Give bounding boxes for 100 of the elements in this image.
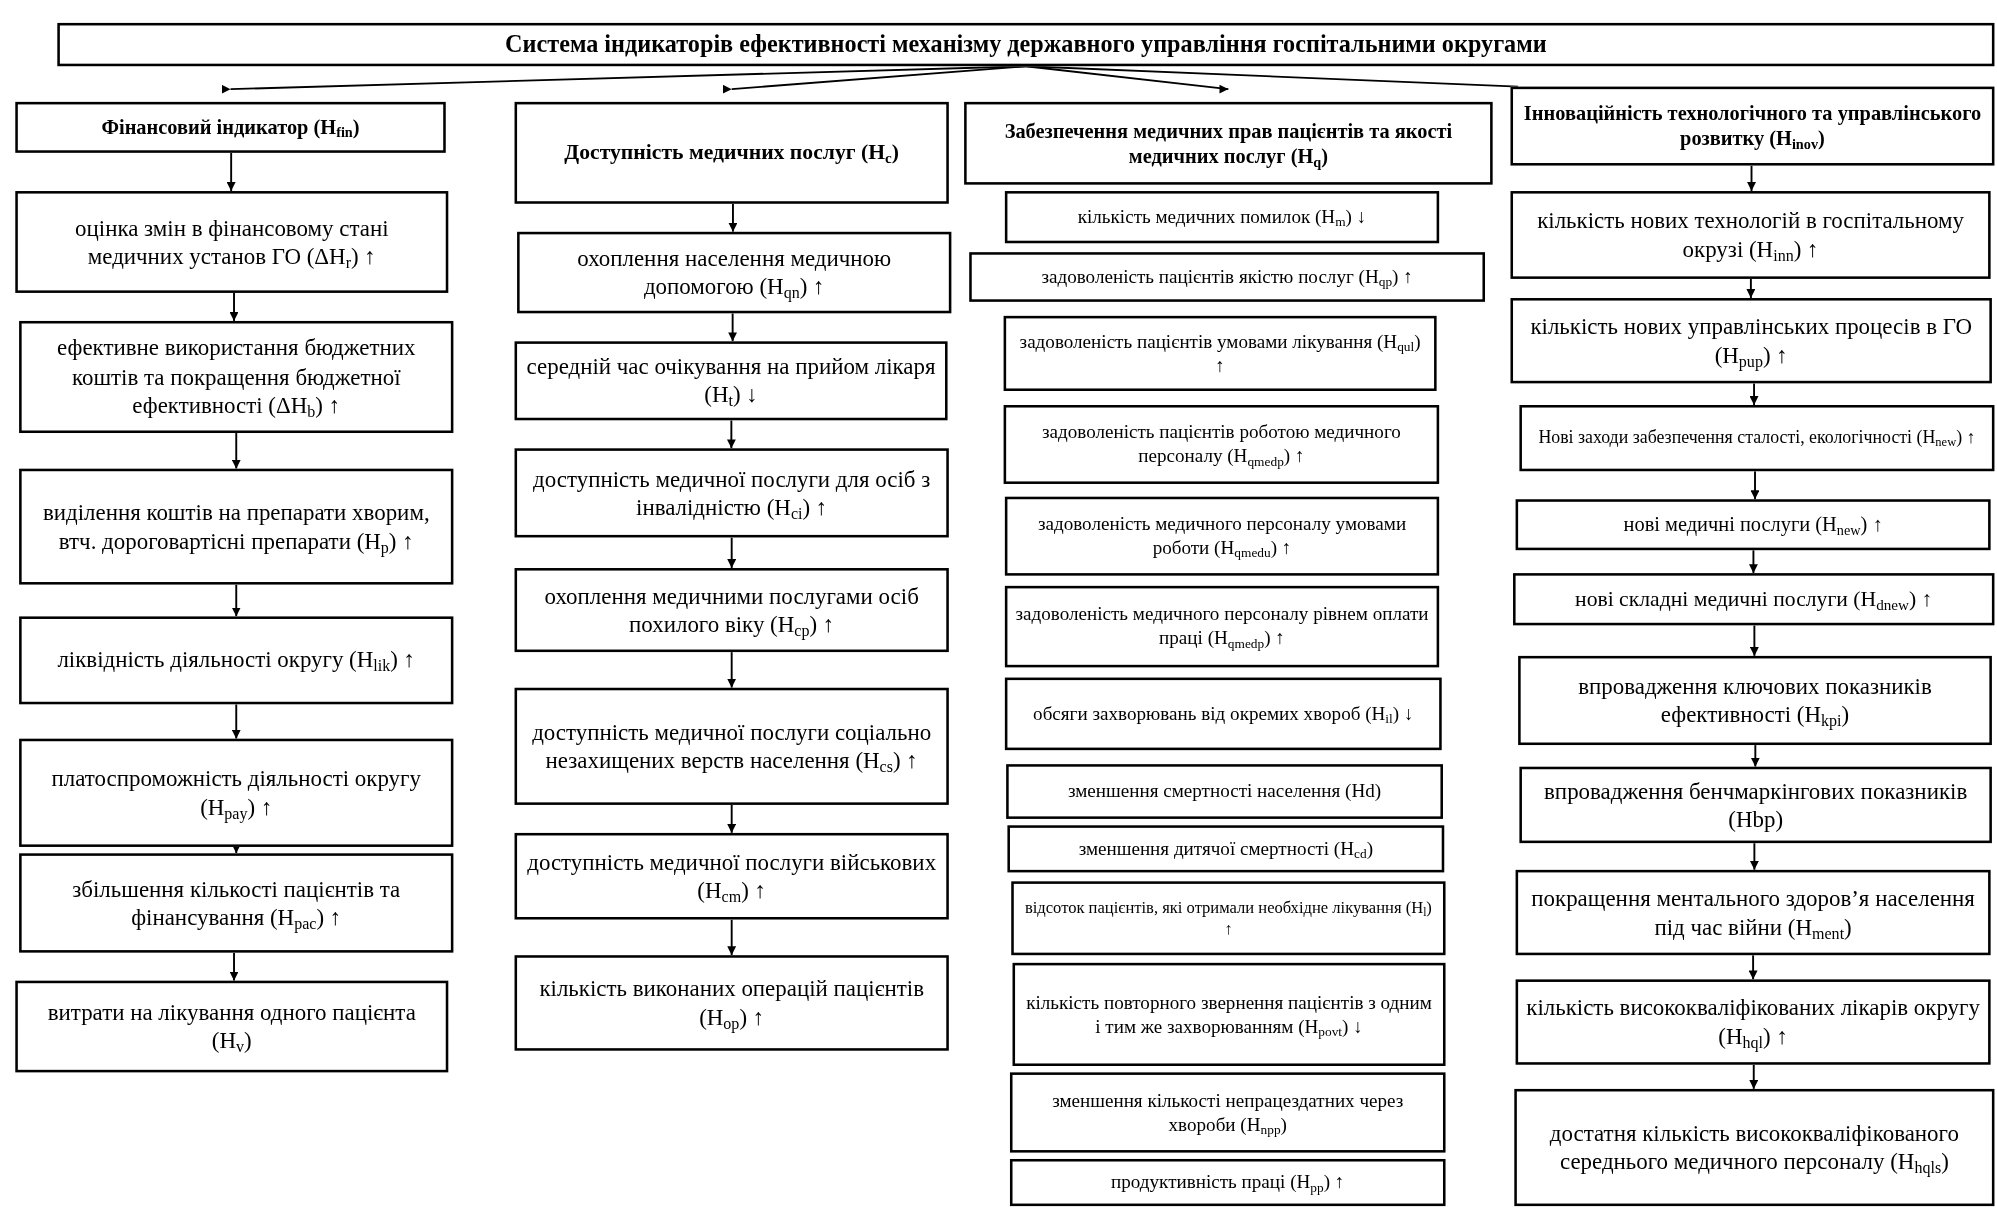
indicator-box (15, 191, 449, 293)
indicator-text: задоволеність пацієнтів умовами лікування (H$_{qul}$) ↑ (1018, 329, 1422, 378)
indicator-text: Нові заходи забезпечення сталості, екологічності (H$_{new}$) ↑ (1538, 427, 1976, 450)
indicator-text: ефективне використання бюджетних коштів та покращення бюджетної ефективності (ΔH$_{b}$) ↑ (56, 334, 417, 420)
indicator-box (1510, 298, 1992, 384)
indicator-text: охоплення населення медичною допомогою (H$_{qn}$) ↑ (576, 244, 893, 302)
arrow (231, 703, 241, 740)
indicator-box (517, 231, 952, 314)
indicator-box (1519, 766, 1992, 844)
indicator-text: доступність медичної послуги соціально незахищених верств населення (H$_{cs}$) ↑ (531, 717, 933, 775)
indicator-box (1004, 585, 1440, 668)
indicator-text: зменшення дитячої смертності (H$_{cd}$) (1078, 837, 1373, 861)
indicator-text: доступність медичної послуги військових (H$_{cm}$) ↑ (526, 847, 938, 905)
indicator-text: нові медичні послуги (H$_{new}$) ↑ (1623, 512, 1883, 538)
indicator-box (1004, 677, 1442, 751)
indicator-text: доступність медичної послуги для осіб з інвалідністю (H$_{ci}$) ↑ (532, 464, 932, 522)
indicator-box (1004, 496, 1440, 576)
indicator-text: кількість нових управлінських процесів в ГО (H$_{pup}$) ↑ (1529, 312, 1973, 370)
indicator-text: впровадження ключових показників ефективності (H$_{kpi}$) (1577, 672, 1933, 730)
arrow (1747, 164, 1756, 192)
arrow (1749, 1063, 1759, 1090)
indicator-text: кількість висококваліфікованих лікарів округу (H$_{hql}$) ↑ (1525, 993, 1981, 1051)
indicator-text: Доступність медичних послуг (H$_{c}$) (564, 139, 899, 167)
indicator-box (514, 832, 949, 920)
indicator-box (1515, 979, 1991, 1065)
indicator-box (1012, 962, 1446, 1066)
indicator-text: нові складні медичні послуги (H$_{dnew}$) ↑ (1575, 585, 1933, 613)
indicator-text: кількість нових технологій в госпітальному окрузі (H$_{inn}$) ↑ (1536, 206, 1965, 264)
indicator-text: оцінка змін в фінансовому стані медичних установ ГО (ΔH$_{r}$) ↑ (74, 213, 390, 271)
arrow (1750, 744, 1760, 768)
indicator-box (1515, 499, 1991, 551)
indicator-box (1510, 191, 1991, 279)
indicator-box (19, 616, 454, 705)
indicator-box (1003, 315, 1437, 391)
indicator-text: виділення коштів на препарати хворим, втч. дороговартісні препарати (H$_{p}$) ↑ (41, 498, 431, 556)
indicator-text: кількість виконаних операцій пацієнтів (H$_{op}$) ↑ (538, 974, 925, 1032)
indicator-text: задоволеність пацієнтів роботою медичного персоналу (H$_{qmedp}$) ↑ (1040, 420, 1402, 469)
indicator-box (514, 448, 949, 538)
indicator-box (1006, 764, 1443, 819)
indicator-text: платоспроможність діяльності округу (H$_{pay}$) ↑ (50, 764, 422, 822)
arrow (727, 651, 737, 689)
indicator-text: кількість медичних помилок (H$_{m}$) ↓ (1077, 205, 1367, 230)
indicator-text: обсяги захворювань від окремих хвороб (H$_{il}$) ↓ (1033, 702, 1414, 726)
indicator-text: достатня кількість висококваліфікованого середнього медичного персоналу (H$_{hqls}$) (1548, 1119, 1960, 1177)
indicator-text: охоплення медичними послугами осіб похилого віку (H$_{cp}$) ↑ (543, 581, 920, 639)
arrow (728, 202, 738, 233)
indicator-box (1513, 573, 1995, 626)
arrow (1750, 470, 1760, 501)
indicator-box (514, 568, 949, 653)
arrow (728, 312, 738, 343)
arrow (229, 291, 239, 322)
indicator-box (19, 320, 454, 433)
arrow (229, 951, 239, 982)
indicator-text: задоволеність медичного персоналу умовами роботи (H$_{qmedu}$) ↑ (1036, 512, 1408, 561)
indicator-text: впровадження бенчмаркінгових показників (Hbp) (1543, 776, 1969, 834)
arrow (1749, 382, 1759, 406)
indicator-box (19, 853, 454, 953)
indicator-box (1519, 405, 1995, 472)
indicator-box (1007, 825, 1445, 873)
indicator-box (1518, 655, 1992, 746)
arrow (1746, 277, 1756, 299)
indicator-box (1004, 191, 1440, 244)
heading-box (57, 22, 1995, 67)
indicator-box (1514, 1088, 1995, 1207)
indicator-box (1003, 405, 1440, 484)
indicator-text: Інноваційність технологічного та управлінського розвитку (H$_{inov}$) (1522, 100, 1983, 152)
arrow (727, 536, 737, 569)
arrow (1748, 549, 1758, 575)
heading-box (964, 101, 1493, 185)
arrow (1749, 842, 1759, 871)
arrow (231, 844, 241, 855)
arrow (727, 803, 737, 834)
heading-box (15, 101, 446, 153)
indicator-text: Забезпечення медичних прав пацієнтів та якості медичних послуг (H$_{q}$) (1003, 118, 1454, 169)
heading-box (1510, 86, 1995, 166)
indicator-box (19, 468, 454, 585)
indicator-box (969, 252, 1485, 302)
indicator-box (19, 738, 454, 847)
indicator-text: зменшення кількості непрацездатних через хвороби (H$_{npp}$) (1051, 1088, 1405, 1137)
indicator-box (1011, 881, 1446, 956)
indicator-text: задоволеність пацієнтів якістю послуг (H$_{qp}$) ↑ (1041, 265, 1413, 289)
indicator-text: кількість повторного звернення пацієнтів з одним і тим же захворюванням (H$_{povt}$) ↓ (1025, 990, 1433, 1039)
indicator-text: витрати на лікування одного пацієнта (H$_{v}$) (46, 998, 417, 1056)
indicator-text: покращення ментального здоров’я населення під час війни (H$_{ment}$) (1530, 884, 1976, 942)
indicator-box (514, 687, 949, 805)
arrow (727, 918, 737, 957)
indicator-box (514, 341, 948, 421)
heading-box (514, 101, 949, 204)
indicator-text: продуктивність праці (H$_{pp}$) ↑ (1111, 1170, 1345, 1195)
arrow (726, 419, 736, 450)
indicator-text: Фінансовий індикатор (H$_{fin}$) (101, 114, 360, 141)
indicator-text: ліквідність діяльності округу (H$_{lik}$) ↑ (57, 646, 416, 675)
indicator-text: Система індикаторів ефективності механізму державного управління госпітальними округами (505, 29, 1547, 60)
indicator-box (1515, 869, 1991, 956)
arrow (1748, 954, 1758, 981)
indicator-text: середній час очікування на прийом лікаря (H$_{t}$) ↓ (525, 352, 937, 410)
indicator-box (1009, 1158, 1446, 1207)
indicator-text: відсоток пацієнтів, які отримали необхідне лікування (H$_{l}$) ↑ (1023, 897, 1433, 939)
indicator-box (15, 980, 449, 1073)
arrow (231, 432, 241, 470)
